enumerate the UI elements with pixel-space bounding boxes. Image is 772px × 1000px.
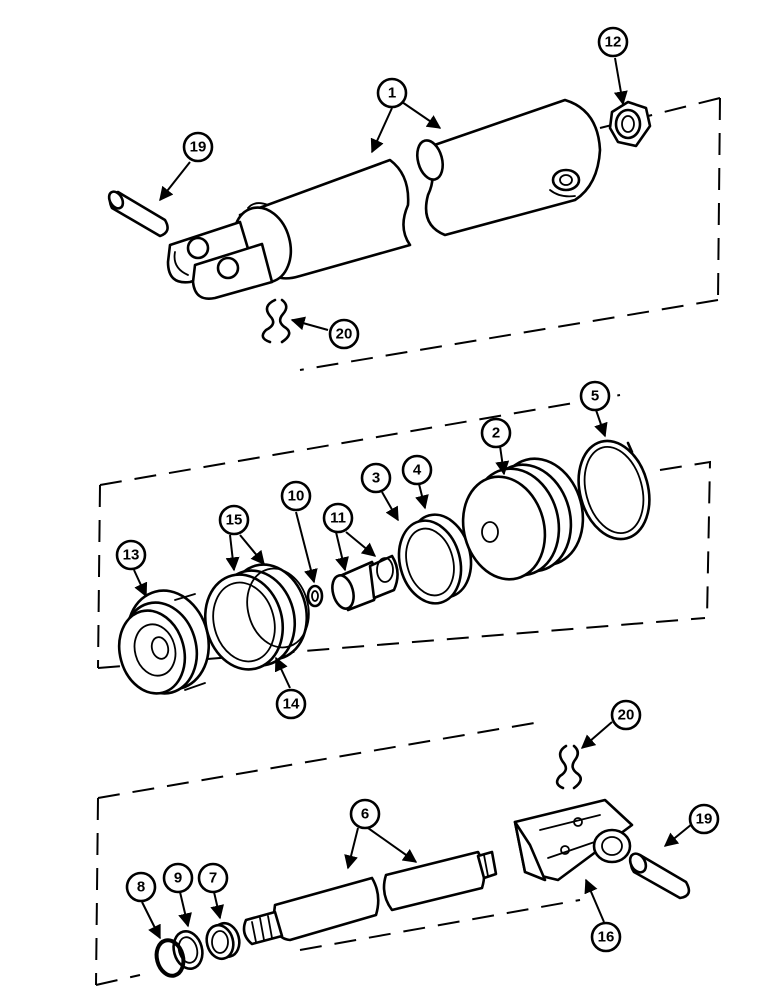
spacer-sleeve — [331, 554, 399, 612]
group-outline-middle — [97, 394, 712, 669]
svg-text:9: 9 — [174, 870, 182, 887]
callout-6: 6 — [349, 798, 381, 830]
split-ring — [577, 439, 651, 541]
cylinder-barrel-rear — [166, 158, 412, 300]
svg-text:12: 12 — [605, 34, 622, 51]
svg-text:5: 5 — [591, 388, 599, 405]
callout-8: 8 — [125, 871, 157, 903]
callout-5: 5 — [579, 380, 611, 412]
callout-14: 14 — [275, 688, 307, 720]
svg-text:19: 19 — [190, 139, 207, 156]
piston — [461, 457, 585, 581]
svg-text:20: 20 — [336, 326, 353, 343]
retaining-clip-top — [261, 298, 291, 344]
svg-text:3: 3 — [372, 470, 380, 487]
svg-text:6: 6 — [361, 806, 369, 823]
svg-text:10: 10 — [288, 488, 305, 505]
gland — [117, 589, 211, 695]
svg-text:20: 20 — [618, 707, 635, 724]
svg-text:8: 8 — [137, 879, 145, 896]
hex-nut — [608, 100, 652, 148]
leader-lines — [133, 57, 693, 940]
callout-3: 3 — [360, 462, 392, 494]
group-outline-bottom — [95, 721, 581, 986]
callout-16: 16 — [590, 921, 622, 953]
callout-7: 7 — [197, 862, 229, 894]
callout-1: 1 — [376, 77, 408, 109]
svg-text:2: 2 — [492, 425, 500, 442]
callout-20-bottom: 20 — [610, 699, 642, 731]
svg-text:13: 13 — [123, 547, 140, 564]
svg-text:15: 15 — [226, 512, 243, 529]
backup-ring — [172, 929, 204, 971]
group-outline-top — [299, 97, 721, 371]
callout-15: 15 — [218, 504, 250, 536]
svg-text:16: 16 — [598, 929, 615, 946]
callout-12: 12 — [597, 26, 629, 58]
callout-4: 4 — [401, 454, 433, 486]
callout-9: 9 — [162, 862, 194, 894]
callout-20-top: 20 — [328, 318, 360, 350]
clevis-pin-top — [107, 190, 169, 238]
piston-rod — [242, 850, 498, 946]
callout-10: 10 — [280, 480, 312, 512]
callout-19-top: 19 — [182, 131, 214, 163]
svg-text:11: 11 — [330, 510, 346, 527]
retaining-clip-bottom — [555, 744, 583, 790]
clevis-pin-bottom — [628, 852, 691, 900]
callout-19-bottom: 19 — [688, 803, 720, 835]
svg-text:14: 14 — [283, 696, 300, 713]
svg-text:1: 1 — [388, 85, 396, 102]
svg-text:4: 4 — [413, 462, 422, 479]
callout-13: 13 — [115, 539, 147, 571]
wiper-seal — [205, 921, 241, 961]
svg-text:19: 19 — [696, 811, 713, 828]
piston-seals — [397, 513, 473, 605]
rod-clevis — [513, 798, 634, 882]
callout-11: 11 — [322, 502, 354, 534]
svg-text:7: 7 — [209, 870, 217, 887]
cylinder-barrel-front — [416, 98, 602, 237]
callout-2: 2 — [480, 417, 512, 449]
o-ring — [306, 584, 324, 608]
rod-o-ring — [154, 938, 186, 978]
seal-rings — [203, 563, 310, 671]
